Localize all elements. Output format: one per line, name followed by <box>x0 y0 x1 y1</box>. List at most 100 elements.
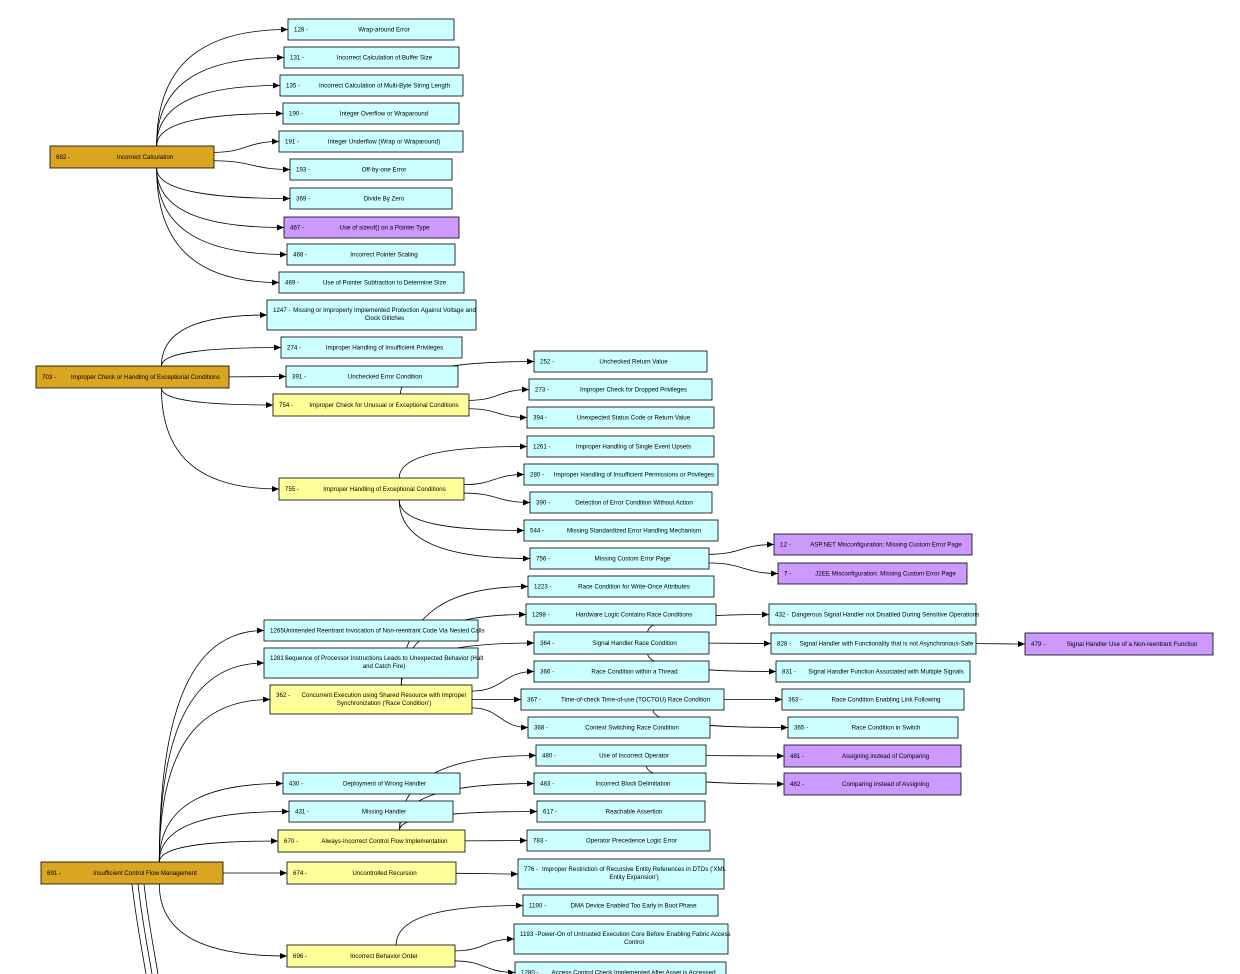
node-cwe-1193[interactable]: 1193 -Power-On of Untrusted Execution Co… <box>513 923 731 955</box>
node-id: 391 - <box>292 374 306 381</box>
node-box <box>773 533 973 556</box>
node-box <box>523 463 719 486</box>
node-label: Concurrent Execution using Shared Resour… <box>301 692 466 699</box>
node-cwe-481[interactable]: 481 -Assigning instead of Comparing <box>783 744 962 768</box>
node-cwe-391[interactable]: 391 -Unchecked Error Condition <box>285 365 459 388</box>
node-cwe-193[interactable]: 193 -Off-by-one Error <box>289 158 453 181</box>
node-cwe-756[interactable]: 756 -Missing Custom Error Page <box>529 547 710 570</box>
node-cwe-1223[interactable]: 1223 -Race Condition for Write-Once Attr… <box>527 575 715 598</box>
node-cwe-480[interactable]: 480 -Use of Incorrect Operator <box>535 744 707 767</box>
node-cwe-1298[interactable]: 1298 -Hardware Logic Contains Race Condi… <box>525 603 717 626</box>
node-cwe-617[interactable]: 617 -Reachable Assertion <box>536 800 706 823</box>
node-box <box>279 74 464 97</box>
node-box <box>49 145 215 169</box>
edge-703-to-1247 <box>161 312 268 367</box>
node-box <box>263 647 479 679</box>
node-cwe-703[interactable]: 703 -Improper Check or Handling of Excep… <box>35 365 230 389</box>
node-cwe-369[interactable]: 369 -Divide By Zero <box>289 187 453 210</box>
edge-755-to-1261 <box>398 443 528 479</box>
edge-stub-3 <box>143 883 159 974</box>
node-cwe-831[interactable]: 831 -Signal Handler Function Associated … <box>775 660 971 683</box>
node-cwe-128[interactable]: 128 -Wrap-around Error <box>287 18 455 41</box>
node-cwe-682[interactable]: 682 -Incorrect Calculation <box>49 145 215 169</box>
node-label: Access Control Check Implemented After A… <box>551 970 716 974</box>
node-cwe-1281[interactable]: 1281 -Sequence of Processor Instructions… <box>263 647 484 679</box>
node-cwe-479[interactable]: 479 -Signal Handler Use of a Non-reentra… <box>1024 632 1214 656</box>
node-id: 367 - <box>527 697 541 704</box>
node-label: Signal Handler Use of a Non-reentrant Fu… <box>1067 641 1198 648</box>
node-id: 544 - <box>530 528 544 535</box>
node-cwe-755[interactable]: 755 -Improper Handling of Exceptional Co… <box>278 477 465 501</box>
node-cwe-365[interactable]: 365 -Race Condition in Switch <box>787 716 959 739</box>
node-box <box>522 894 719 917</box>
node-id: 828 - <box>777 641 791 648</box>
node-cwe-691[interactable]: 691 -Insufficient Control Flow Managemen… <box>40 861 224 885</box>
node-box <box>40 861 224 885</box>
edge-703-to-754 <box>161 387 274 408</box>
node-cwe-7[interactable]: 7 -J2EE Misconfiguration: Missing Custom… <box>777 562 968 585</box>
node-cwe-131[interactable]: 131 -Incorrect Calculation of Buffer Siz… <box>283 46 460 69</box>
node-cwe-469[interactable]: 469 -Use of Pointer Subtraction to Deter… <box>278 271 465 294</box>
node-cwe-1280[interactable]: 1280 -Access Control Check Implemented A… <box>514 961 727 974</box>
node-cwe-754[interactable]: 754 -Improper Check for Unusual or Excep… <box>272 393 470 417</box>
node-cwe-1261[interactable]: 1261 -Improper Handling of Single Event … <box>526 435 715 458</box>
node-cwe-1190[interactable]: 1190 -DMA Device Enabled Too Early in Bo… <box>522 894 719 917</box>
node-box <box>520 688 725 711</box>
node-label: Control <box>624 939 644 946</box>
node-box <box>277 829 466 853</box>
node-box <box>1024 632 1214 656</box>
node-cwe-670[interactable]: 670 -Always-Incorrect Control Flow Imple… <box>277 829 466 853</box>
node-cwe-1247[interactable]: 1247 -Missing or Improperly Implemented … <box>266 299 477 331</box>
node-id: 756 - <box>536 556 550 563</box>
node-label: Unchecked Return Value <box>599 359 668 366</box>
node-cwe-362[interactable]: 362 -Concurrent Execution using Shared R… <box>269 684 473 715</box>
node-cwe-696[interactable]: 696 -Incorrect Behavior Order <box>286 944 456 968</box>
node-label: Improper Check for Dropped Privileges <box>580 387 687 394</box>
node-id: 12 - <box>780 542 791 549</box>
node-cwe-190[interactable]: 190 -Integer Overflow or Wraparound <box>282 102 460 125</box>
node-id: 670 - <box>284 838 298 845</box>
node-cwe-363[interactable]: 363 -Race Condition Enabling Link Follow… <box>781 688 965 711</box>
node-cwe-366[interactable]: 366 -Race Condition within a Thread <box>533 660 710 683</box>
node-cwe-394[interactable]: 394 -Unexpected Status Code or Return Va… <box>526 406 715 429</box>
edge-754-to-273 <box>468 386 530 401</box>
node-cwe-367[interactable]: 367 -Time-of-check Time-of-use (TOCTOU) … <box>520 688 725 711</box>
node-cwe-544[interactable]: 544 -Missing Standardized Error Handling… <box>523 519 719 542</box>
node-box <box>775 660 971 683</box>
node-cwe-783[interactable]: 783 -Operator Precedence Logic Error <box>526 829 711 852</box>
node-cwe-1265[interactable]: 1265 -Unintended Reentrant Invocation of… <box>263 619 485 642</box>
node-cwe-252[interactable]: 252 -Unchecked Return Value <box>533 350 708 373</box>
node-cwe-274[interactable]: 274 -Improper Handling of Insufficient P… <box>280 336 463 359</box>
node-cwe-828[interactable]: 828 -Signal Handler with Functionality t… <box>770 632 977 655</box>
node-cwe-135[interactable]: 135 -Incorrect Calculation of Multi-Byte… <box>279 74 464 97</box>
node-cwe-674[interactable]: 674 -Uncontrolled Recursion <box>286 861 457 885</box>
node-cwe-430[interactable]: 430 -Deployment of Wrong Handler <box>282 772 461 795</box>
node-cwe-390[interactable]: 390 -Detection of Error Condition Withou… <box>529 491 713 514</box>
edge-682-to-369 <box>156 167 291 202</box>
node-cwe-12[interactable]: 12 -ASP.NET Misconfiguration: Missing Cu… <box>773 533 973 556</box>
node-label: Uncontrolled Recursion <box>352 870 417 877</box>
node-cwe-482[interactable]: 482 -Comparing instead of Assigning <box>783 772 962 796</box>
node-box <box>523 519 719 542</box>
node-label: Dangerous Signal Handler not Disabled Du… <box>792 612 979 619</box>
node-cwe-364[interactable]: 364 -Signal Handler Race Condition <box>533 631 710 655</box>
node-cwe-432[interactable]: 432 -Dangerous Signal Handler not Disabl… <box>768 603 979 626</box>
node-label: Reachable Assertion <box>606 809 663 816</box>
edge-756-to-7 <box>708 562 779 577</box>
node-cwe-191[interactable]: 191 -Integer Underflow (Wrap or Wraparou… <box>278 130 464 153</box>
node-cwe-467[interactable]: 467 -Use of sizeof() on a Pointer Type <box>283 216 460 239</box>
node-label: Incorrect Calculation <box>117 154 174 161</box>
node-box <box>770 632 977 655</box>
node-cwe-273[interactable]: 273 -Improper Check for Dropped Privileg… <box>528 378 713 401</box>
node-cwe-468[interactable]: 468 -Incorrect Pointer Scaling <box>286 243 456 266</box>
node-cwe-431[interactable]: 431 -Missing Handler <box>288 800 454 823</box>
node-cwe-776[interactable]: 776 -Improper Restriction of Recursive E… <box>517 858 727 890</box>
node-label: Clock Glitches <box>365 315 405 322</box>
node-cwe-368[interactable]: 368 -Context Switching Race Condition <box>527 716 711 739</box>
node-cwe-483[interactable]: 483 -Incorrect Block Delimitation <box>533 772 707 795</box>
node-box <box>517 858 725 890</box>
node-cwe-280[interactable]: 280 -Improper Handling of Insufficient P… <box>523 463 719 486</box>
edge-362-to-366 <box>471 668 535 692</box>
edge-754-to-394 <box>468 408 528 421</box>
